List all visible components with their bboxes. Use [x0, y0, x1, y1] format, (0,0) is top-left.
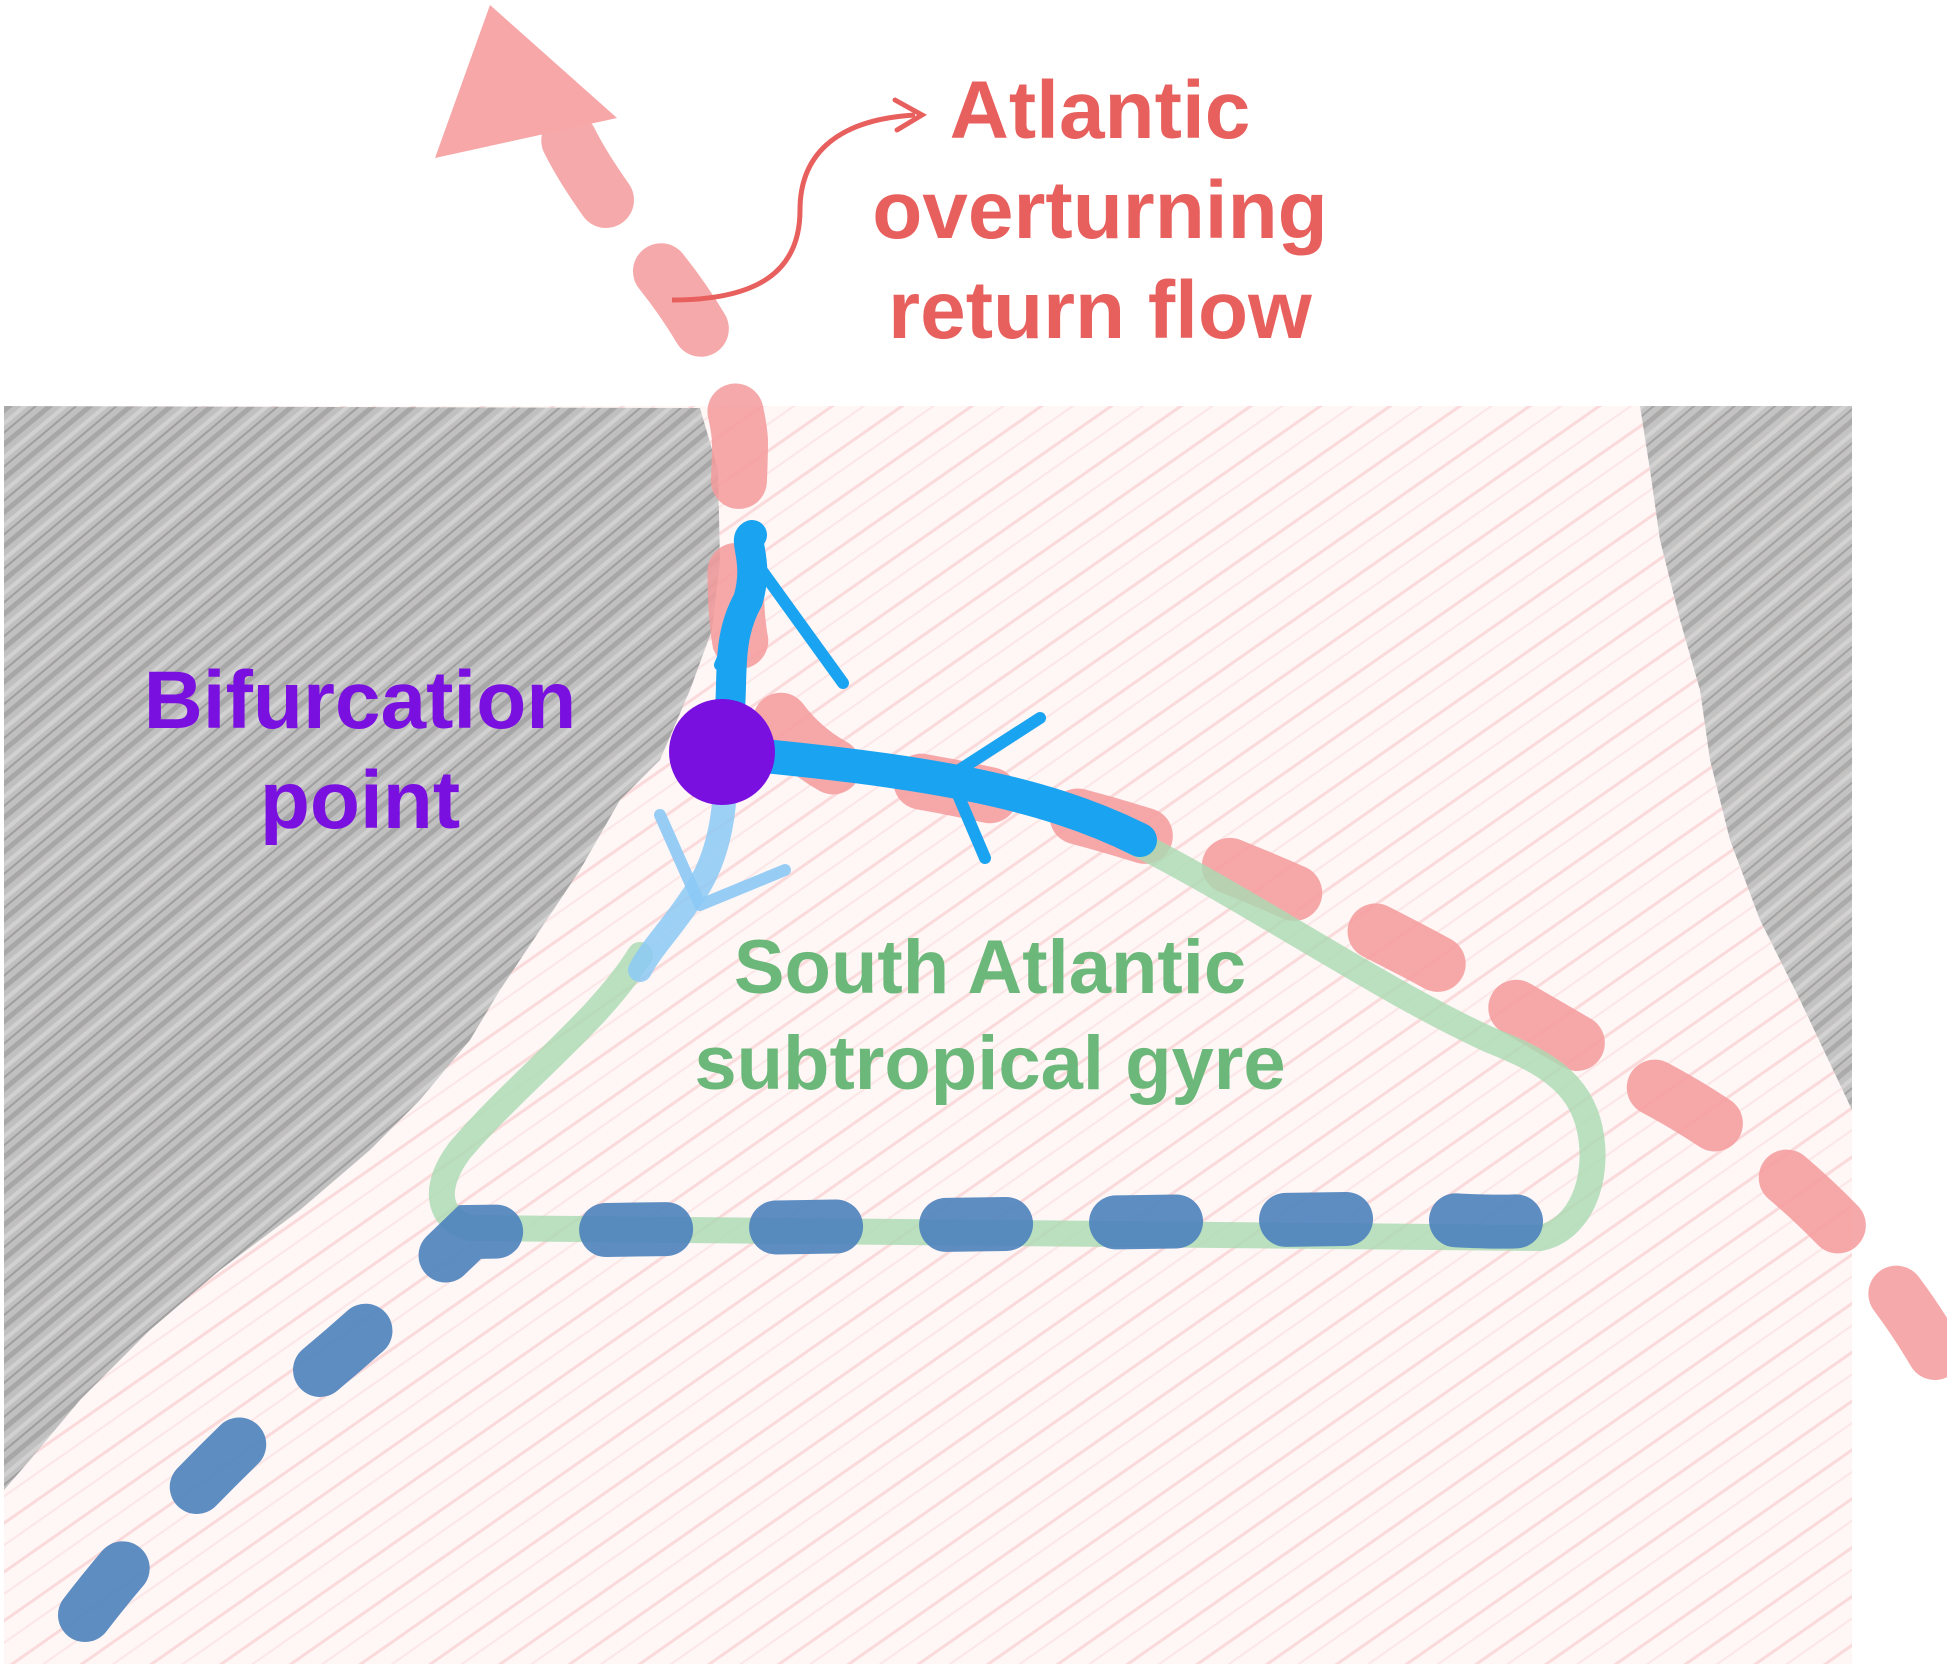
south-america-land	[4, 406, 720, 1490]
bifurcation-label-line-1: Bifurcation	[143, 655, 577, 746]
bifurcation-label-line-2: point	[259, 755, 461, 846]
north-arrow-chevron	[714, 562, 849, 689]
gyre-path	[429, 827, 1606, 1252]
amoc-callout-arrow	[671, 112, 916, 303]
amoc-label-line-1: Atlantic	[949, 65, 1251, 156]
eastward-inflow-current	[705, 735, 1157, 857]
africa-land	[1640, 406, 1852, 1110]
amoc-label-line-2: overturning	[872, 165, 1328, 256]
amoc-callout-arrowhead	[892, 97, 927, 133]
gyre-label: South Atlantic subtropical gyre	[620, 930, 1360, 1122]
amoc-label: Atlantic overturning return flow	[860, 70, 1340, 370]
bifurcation-point-marker	[669, 699, 775, 805]
bifurcation-label: Bifurcation point	[120, 660, 600, 860]
gyre-label-line-1: South Atlantic	[733, 925, 1247, 1010]
gyre-label-line-2: subtropical gyre	[694, 1021, 1286, 1106]
amoc-label-line-3: return flow	[888, 265, 1312, 356]
amoc-return-flow-path	[532, 92, 1947, 1380]
west-arrow-chevron	[944, 712, 1046, 864]
south-arrow-chevron	[654, 809, 791, 911]
southern-dashed-path	[58, 1168, 1605, 1642]
amoc-arrow-head	[435, 5, 617, 158]
